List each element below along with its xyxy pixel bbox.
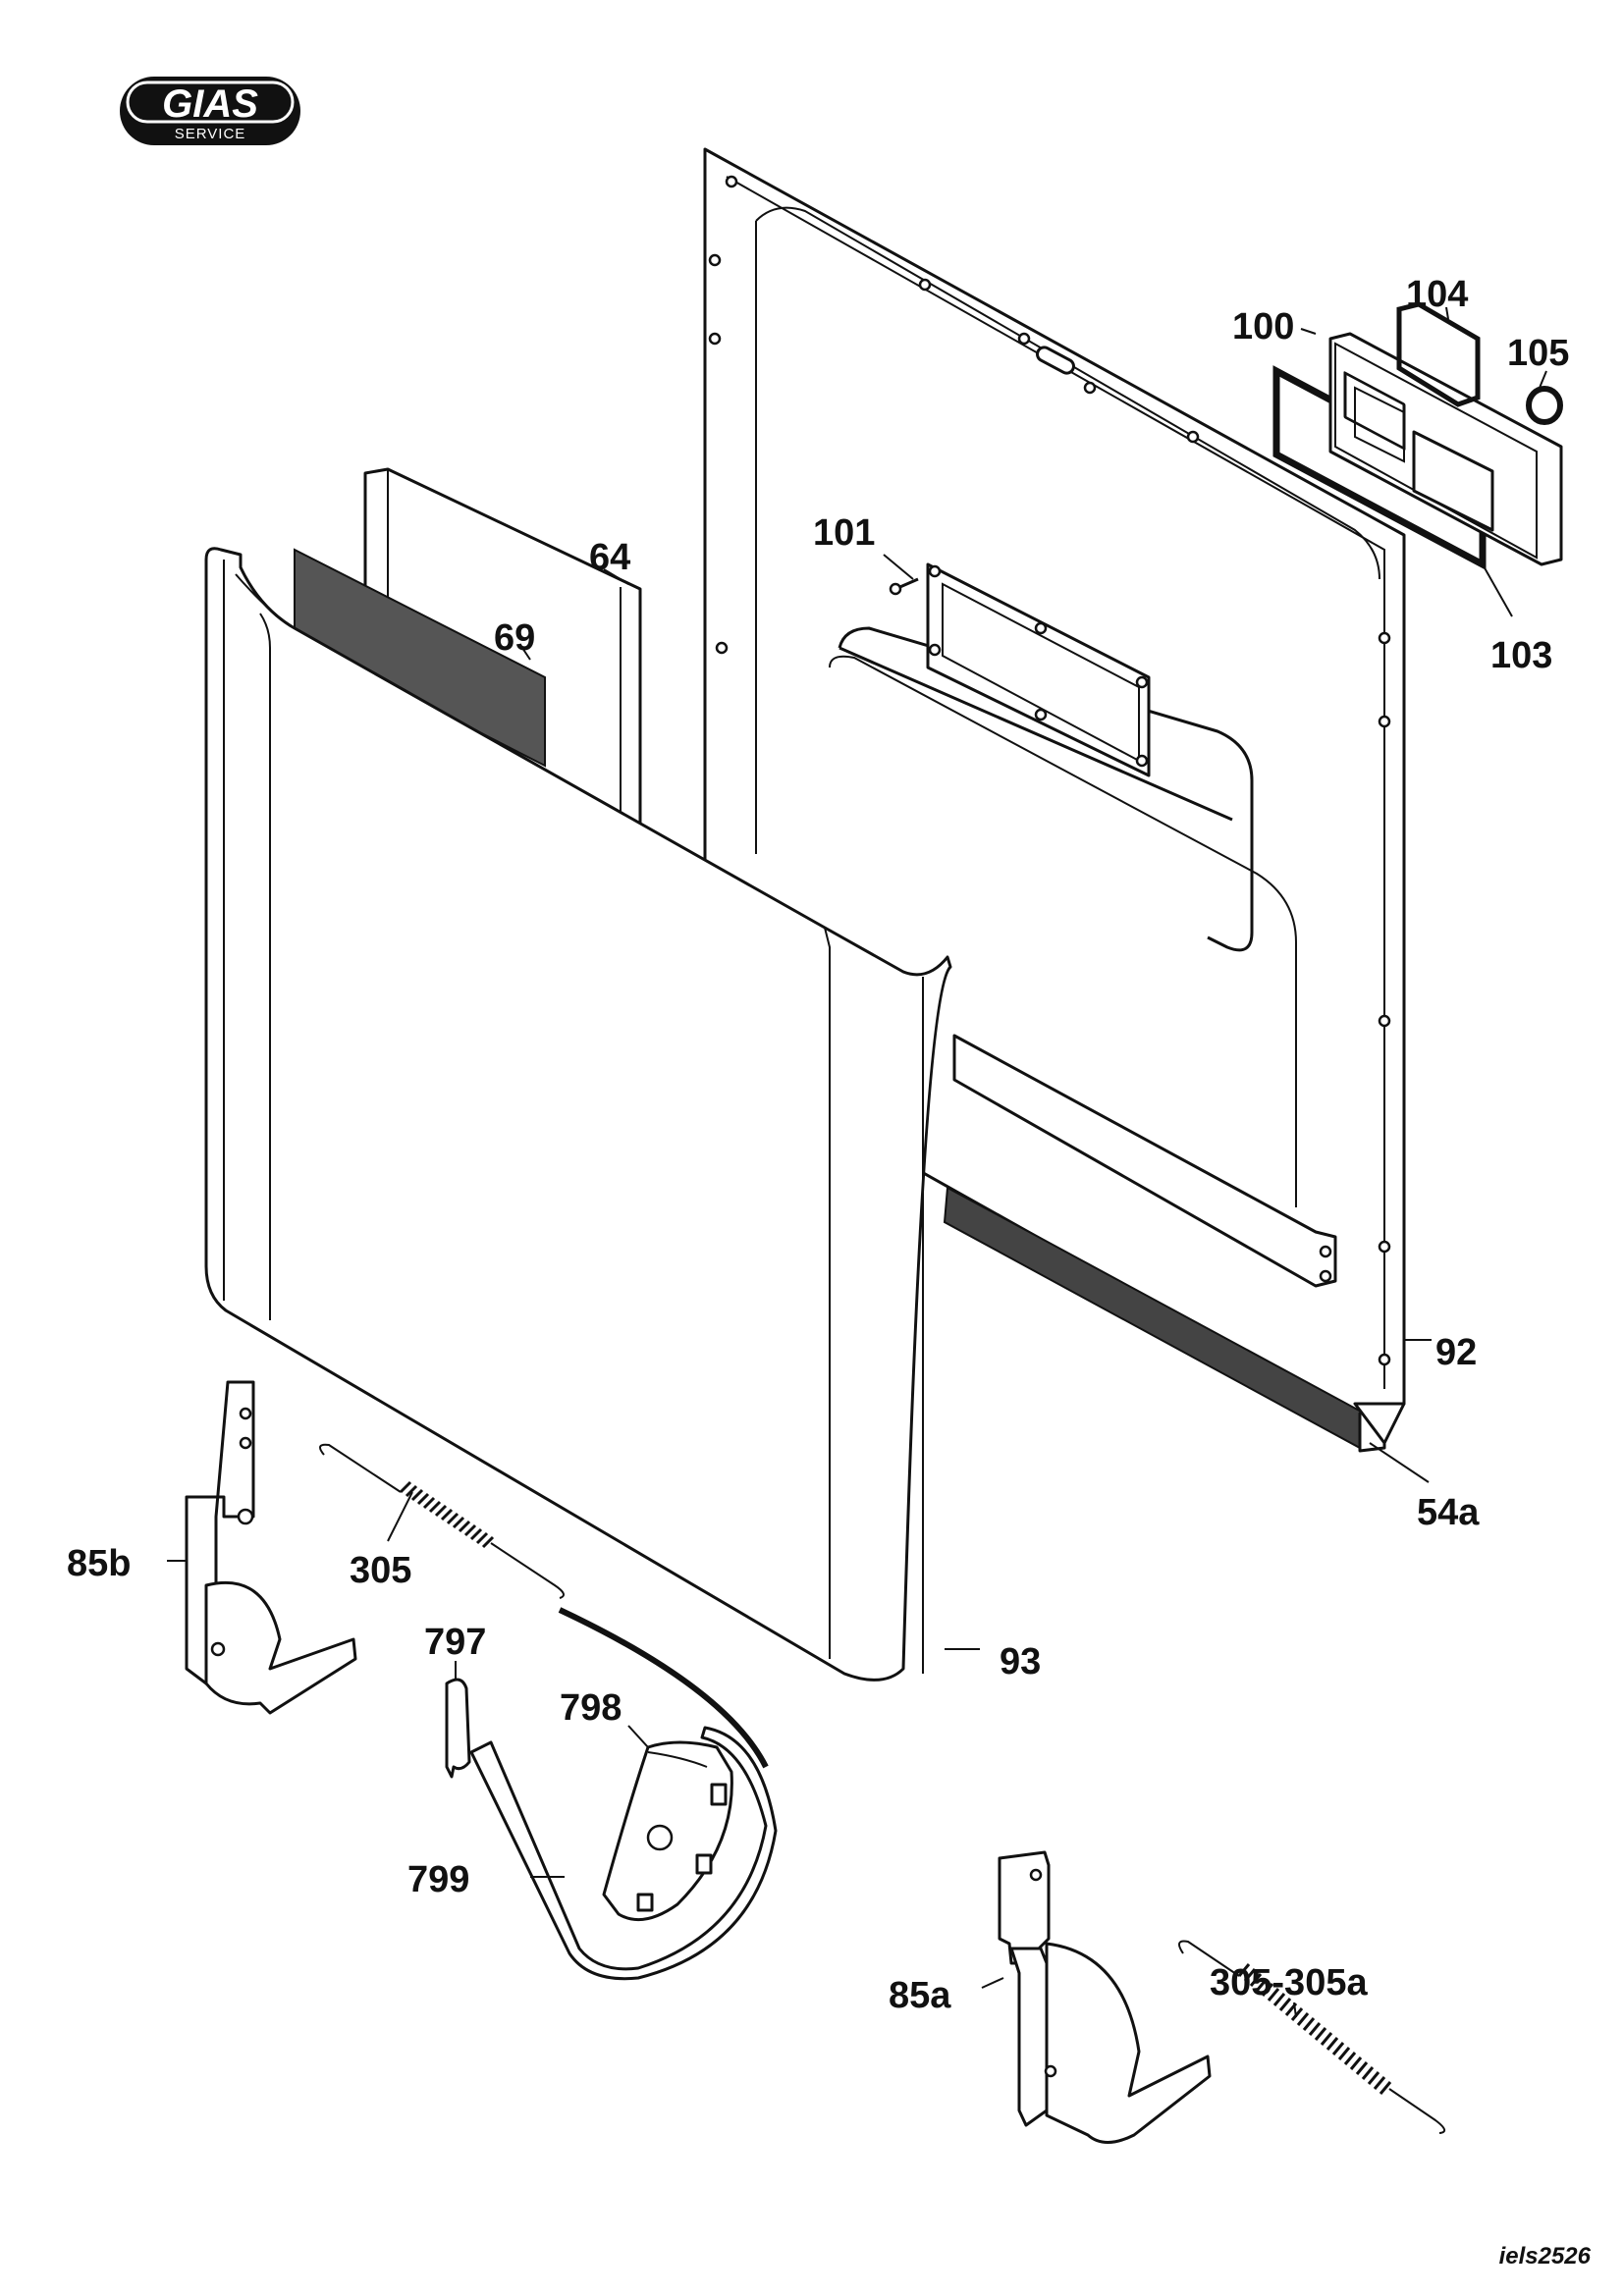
dispenser-unit [1328, 332, 1563, 566]
hinge-spring [319, 1443, 565, 1599]
drawing-code: iels2526 [1499, 2243, 1592, 2269]
label-part-305: 305 [350, 1550, 411, 1591]
panel-mounting-holes [708, 175, 1391, 1366]
cable-clip [445, 1678, 471, 1779]
label-part-305-305a: 305-305a [1210, 1962, 1368, 2003]
label-part-101: 101 [813, 512, 875, 554]
label-part-104: 104 [1406, 274, 1468, 315]
label-part-93: 93 [1000, 1641, 1041, 1682]
logo-subtitle: SERVICE [175, 126, 246, 142]
insulation-pad [294, 548, 546, 768]
dispenser-cover-seal [1396, 301, 1481, 407]
outer-door-panel [204, 547, 952, 1682]
hinge-spring-pair [1178, 1940, 1446, 2134]
right-hinge [998, 1850, 1212, 2144]
hinge-cable [469, 1607, 778, 1981]
label-part-85b: 85b [67, 1543, 131, 1584]
label-part-797: 797 [424, 1622, 486, 1663]
label-part-798: 798 [560, 1687, 622, 1729]
dispenser-screw [889, 577, 919, 596]
cable-pulley [602, 1740, 733, 1922]
label-part-64: 64 [589, 537, 630, 578]
label-part-69: 69 [494, 617, 535, 659]
label-part-103: 103 [1490, 635, 1552, 676]
label-part-85a: 85a [889, 1975, 951, 2016]
label-part-105: 105 [1507, 333, 1569, 374]
left-hinge [185, 1380, 357, 1715]
label-part-100: 100 [1232, 306, 1294, 347]
label-part-799: 799 [407, 1859, 469, 1900]
bottom-seal-strip [943, 1186, 1406, 1453]
gias-service-logo: GIAS SERVICE [120, 77, 300, 145]
leader-lines [167, 306, 1547, 2018]
label-part-92: 92 [1435, 1332, 1477, 1373]
logo-brand: GIAS [162, 82, 258, 126]
dispenser-ring [1526, 386, 1563, 425]
label-part-54a: 54a [1417, 1492, 1480, 1533]
part-labels: 64 69 101 100 104 105 103 92 54a 85b 305… [67, 274, 1569, 2016]
